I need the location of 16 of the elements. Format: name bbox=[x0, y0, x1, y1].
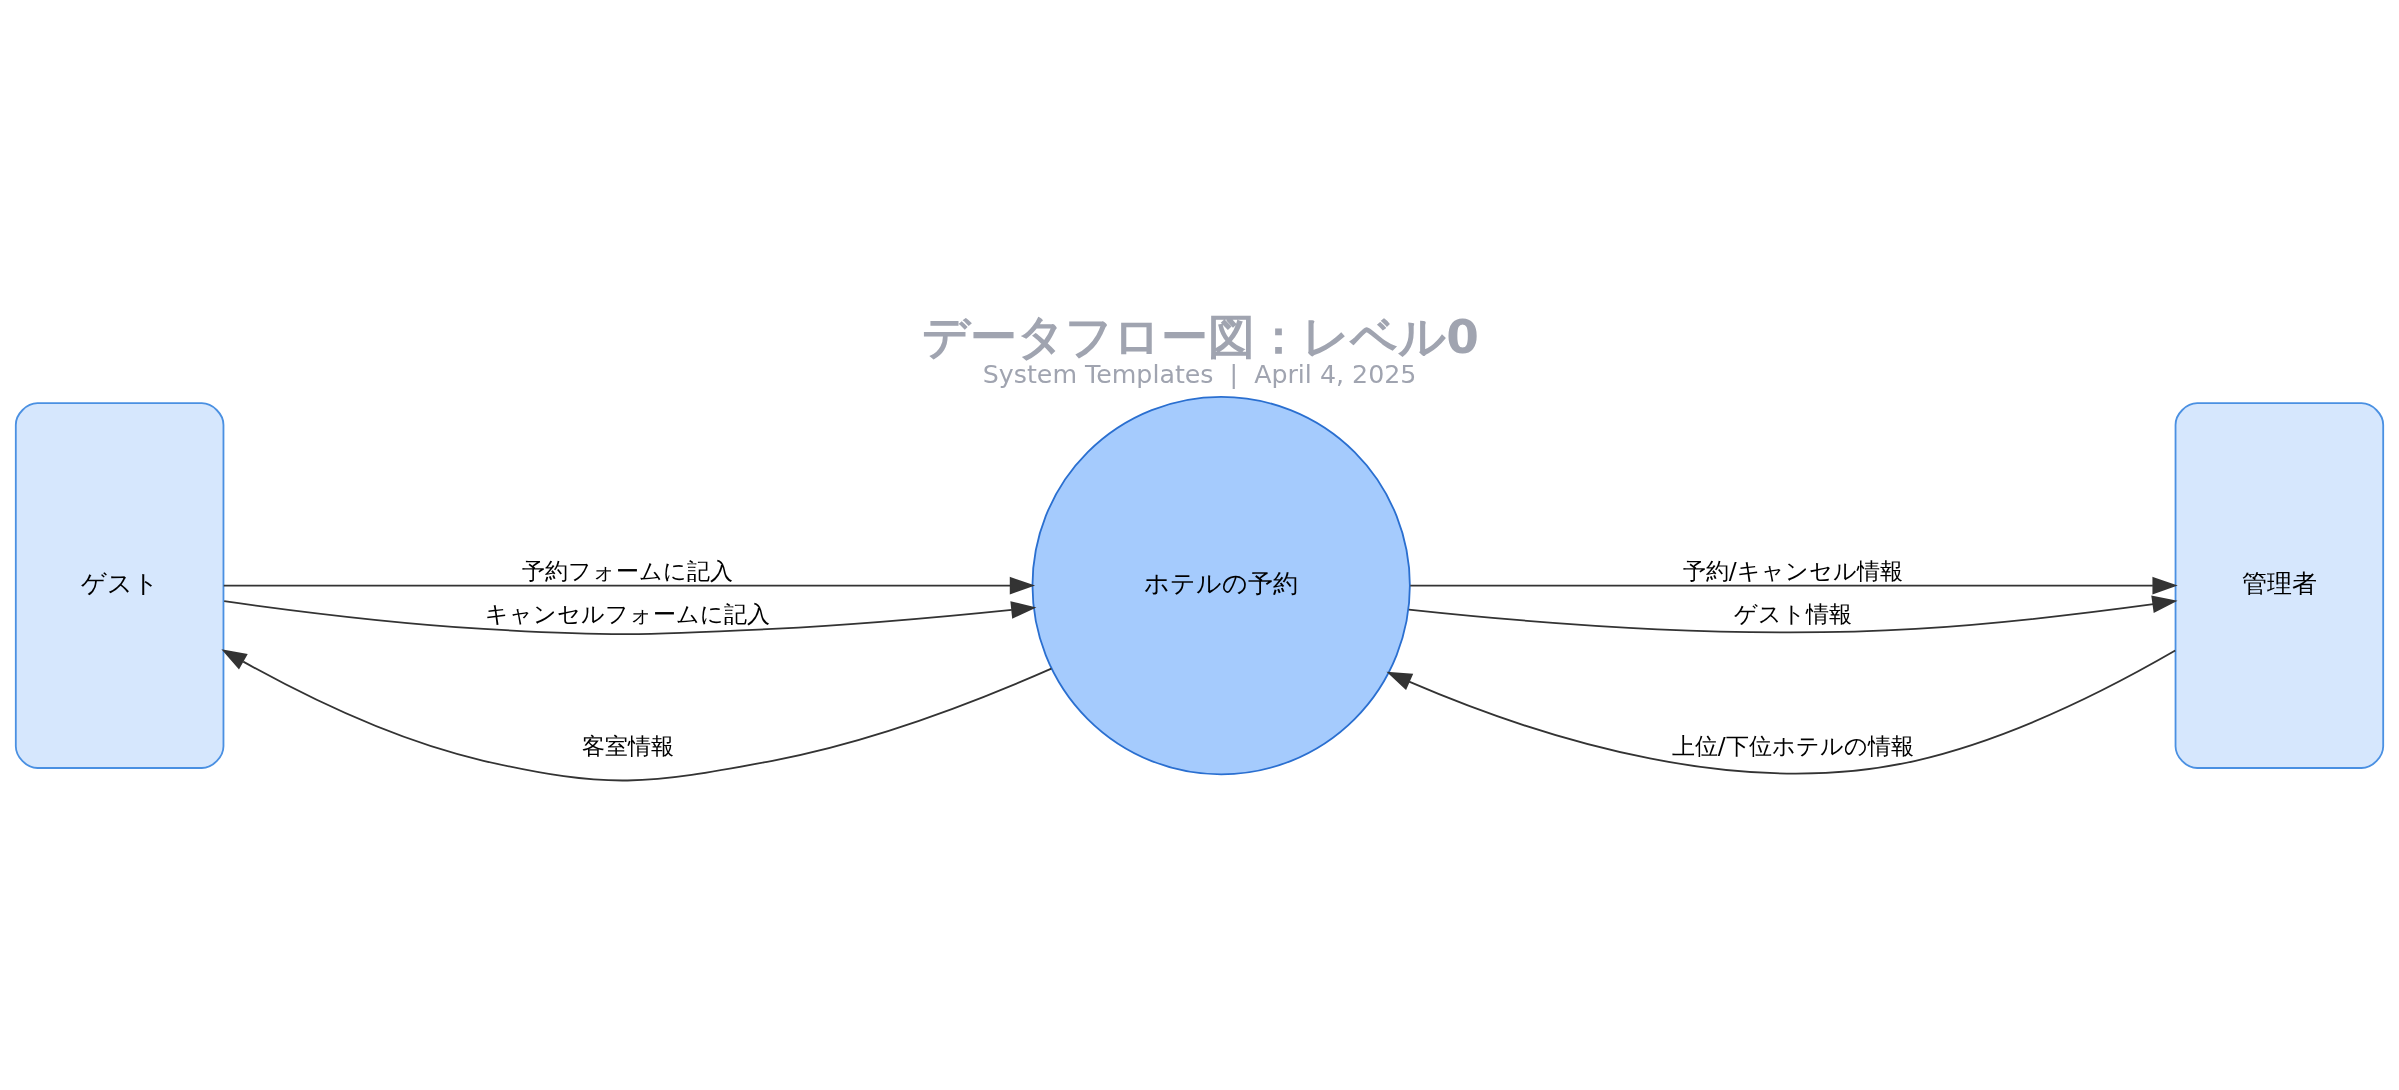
arrow bbox=[1407, 595, 2178, 633]
arrow bbox=[222, 576, 1036, 594]
node-box: ゲスト bbox=[14, 401, 225, 769]
arrow bbox=[1409, 576, 2178, 594]
node-circle: ホテルの予約 bbox=[1031, 395, 1411, 775]
edge-label: 上位/下位ホテルの情報 bbox=[1671, 731, 1914, 760]
node-box: 管理者 bbox=[2174, 401, 2385, 769]
arrow bbox=[1386, 649, 2177, 774]
arrow bbox=[221, 648, 1053, 781]
diagram-title: データフロー図：レベル0 bbox=[922, 308, 1479, 364]
edge-label: 客室情報 bbox=[581, 731, 674, 760]
arrow bbox=[223, 599, 1037, 635]
edge-label: ゲスト情報 bbox=[1733, 599, 1852, 628]
edge-label: 予約フォームに記入 bbox=[522, 556, 734, 585]
edge-label: 予約/キャンセル情報 bbox=[1682, 556, 1903, 585]
edge-label: キャンセルフォームに記入 bbox=[485, 599, 771, 628]
